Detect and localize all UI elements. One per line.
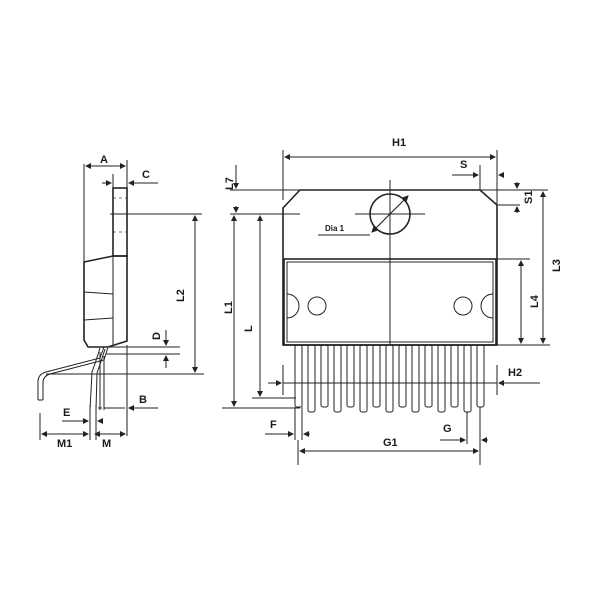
dim-label-l: L xyxy=(243,325,255,332)
dim-label-h2: H2 xyxy=(508,367,522,379)
side-view: A C L2 D B E M1 M xyxy=(37,154,204,450)
dim-label-l3: L3 xyxy=(551,259,563,272)
dim-label-l4: L4 xyxy=(529,294,541,308)
side-body xyxy=(83,255,128,348)
front-view: Dia 1 H1 xyxy=(222,137,563,465)
dim-label-b: B xyxy=(139,394,147,406)
dim-label-m: M xyxy=(102,438,111,450)
dim-label-g: G xyxy=(443,423,452,435)
dim-label-e: E xyxy=(63,407,70,419)
dim-label-s1: S1 xyxy=(523,191,535,204)
dim-label-l2: L2 xyxy=(175,289,187,302)
dim-label-g1: G1 xyxy=(383,437,398,449)
pins xyxy=(283,344,497,413)
dim-label-s: S xyxy=(460,159,467,171)
dim-label-f: F xyxy=(270,419,277,431)
dim-label-l7: L7 xyxy=(224,177,236,190)
body-hole-left xyxy=(307,296,327,316)
body-hole-right xyxy=(453,296,473,316)
mounting-hole xyxy=(369,193,411,235)
dim-label-m1: M1 xyxy=(57,438,72,450)
dim-label-d: D xyxy=(151,332,163,340)
side-lead-outer xyxy=(37,346,105,400)
dim-label-dia1: Dia 1 xyxy=(325,224,345,233)
dim-label-h1: H1 xyxy=(392,137,406,149)
dim-label-a: A xyxy=(100,154,108,166)
dim-label-c: C xyxy=(142,169,150,181)
dim-label-l1: L1 xyxy=(223,301,235,314)
